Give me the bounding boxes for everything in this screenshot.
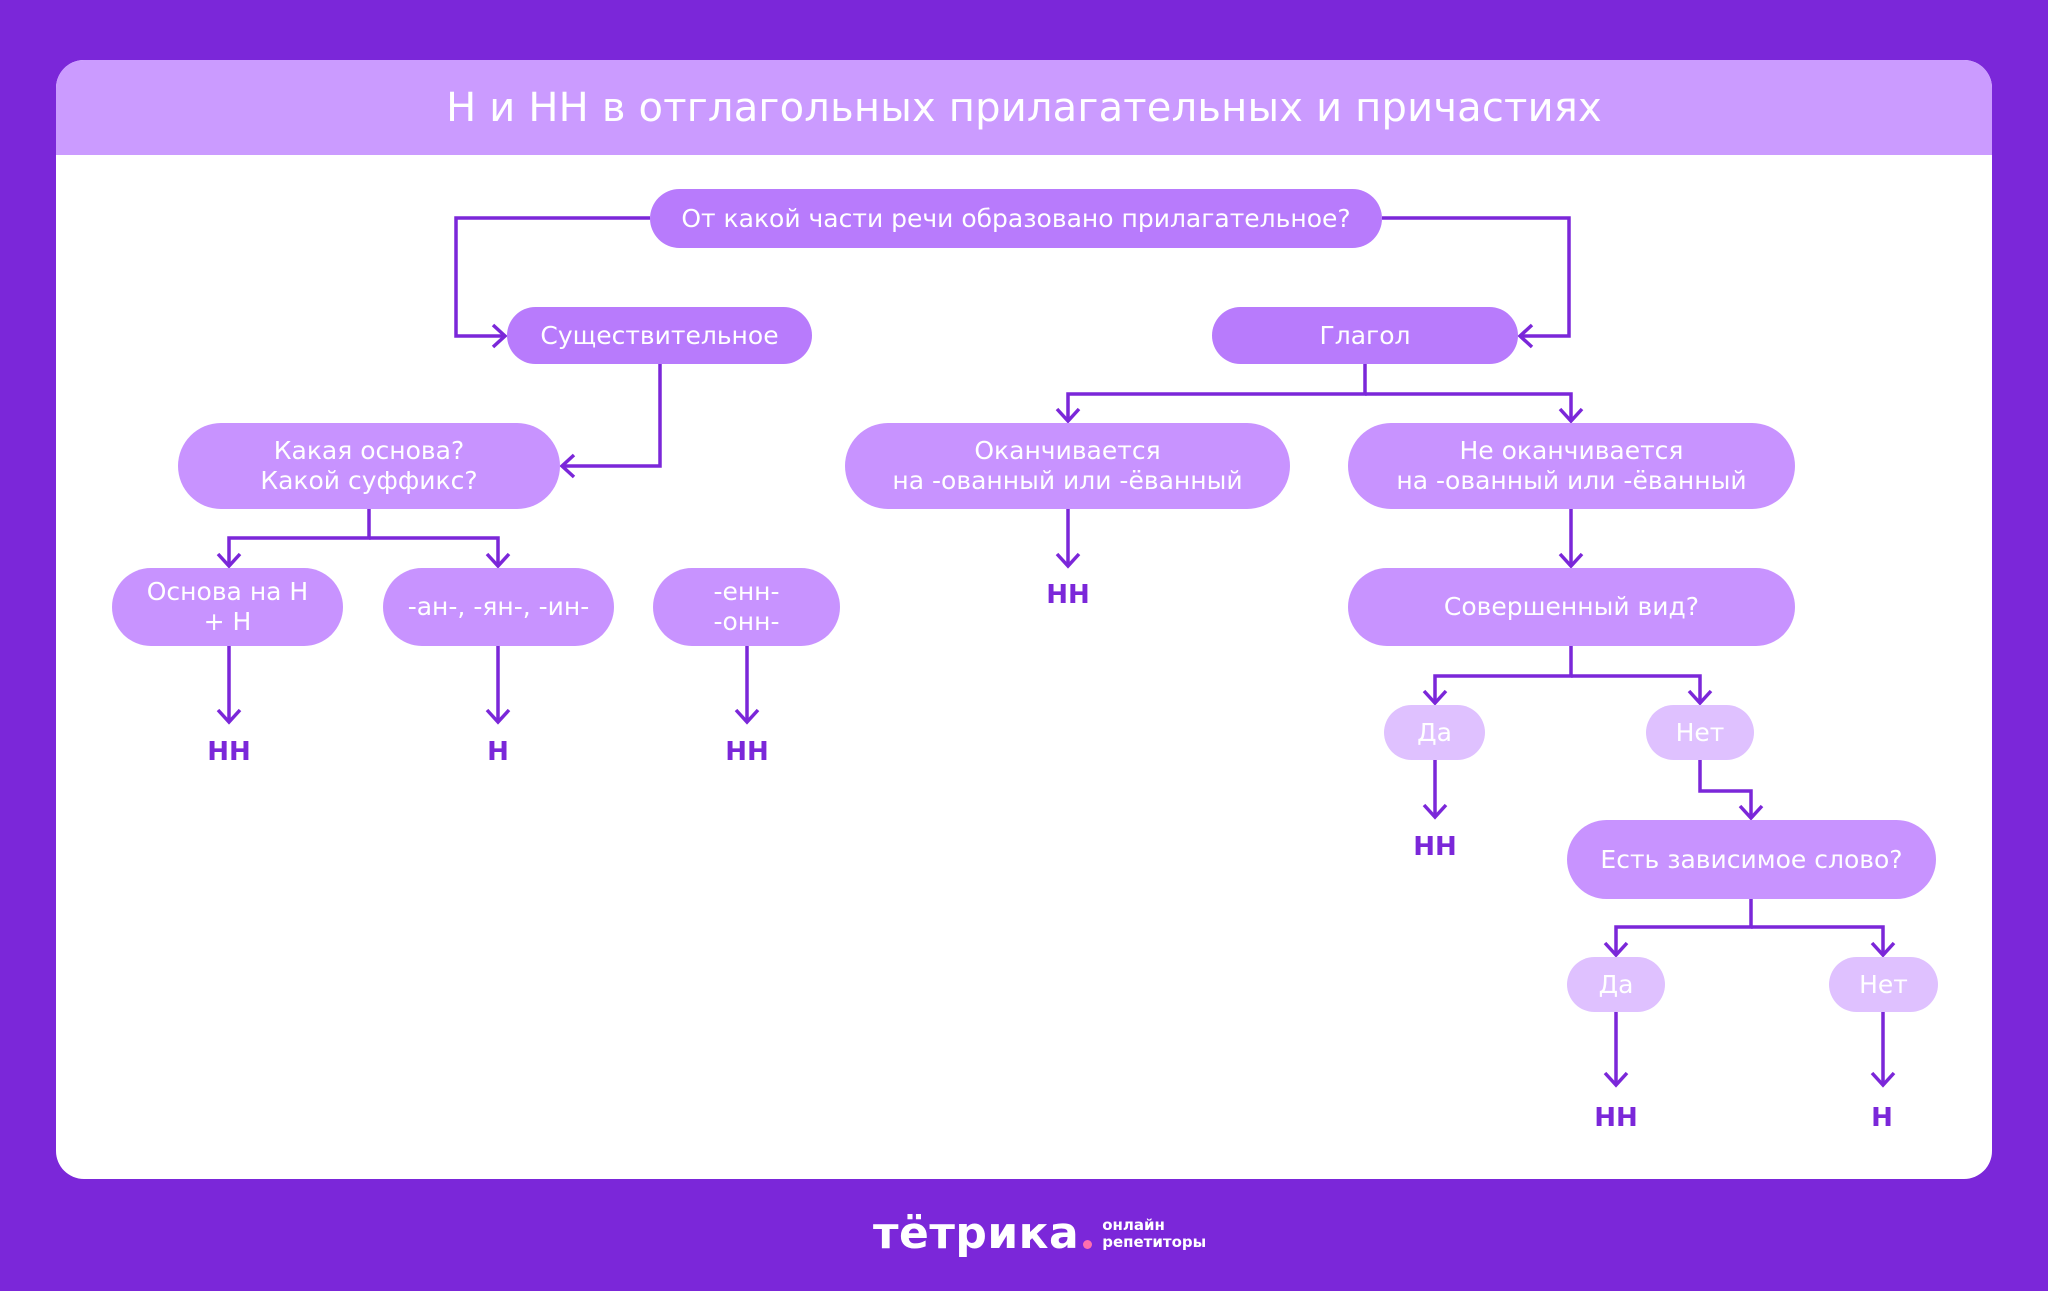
page-title: Н и НН в отглагольных прилагательных и п… [446, 84, 1602, 131]
node-perfective: Совершенный вид? [1348, 568, 1795, 646]
result-stem-n: НН [207, 737, 251, 767]
node-not-ends-ovanny: Не оканчивается на -ованный или -ёванный [1348, 423, 1795, 509]
brand-dot-icon [1083, 1240, 1093, 1249]
node-perf-yes: Да [1384, 705, 1485, 760]
tagline-line-2: репетиторы [1102, 1232, 1207, 1251]
node-dep-no: Нет [1829, 957, 1938, 1012]
node-ends-ovanny: Оканчивается на -ованный или -ёванный [845, 423, 1290, 509]
result-perf-yes: НН [1413, 832, 1457, 862]
node-dependent-word: Есть зависимое слово? [1567, 820, 1936, 899]
result-dep-no: Н [1871, 1103, 1893, 1133]
node-verb: Глагол [1212, 307, 1518, 364]
header-bar: Н и НН в отглагольных прилагательных и п… [56, 60, 1992, 155]
tetrika-logo[interactable]: тётрика онлайн репетиторы [873, 1208, 1206, 1259]
node-suffix-an: -ан-, -ян-, -ин- [383, 568, 614, 646]
brand-wordmark: тётрика [873, 1208, 1080, 1259]
result-suffix-enn: НН [725, 737, 769, 767]
node-noun: Существительное [507, 307, 812, 364]
result-suffix-an: Н [487, 737, 509, 767]
node-noun-question: Какая основа? Какой суффикс? [178, 423, 560, 509]
node-root: От какой части речи образовано прилагате… [650, 189, 1382, 248]
result-ends-ovanny: НН [1046, 580, 1090, 610]
node-dep-yes: Да [1567, 957, 1665, 1012]
node-suffix-enn: -енн- -онн- [653, 568, 840, 646]
tagline-line-1: онлайн [1102, 1215, 1165, 1234]
brand-tagline: онлайн репетиторы [1102, 1215, 1207, 1251]
node-stem-n: Основа на Н + Н [112, 568, 343, 646]
result-dep-yes: НН [1594, 1103, 1638, 1133]
node-perf-no: Нет [1646, 705, 1754, 760]
